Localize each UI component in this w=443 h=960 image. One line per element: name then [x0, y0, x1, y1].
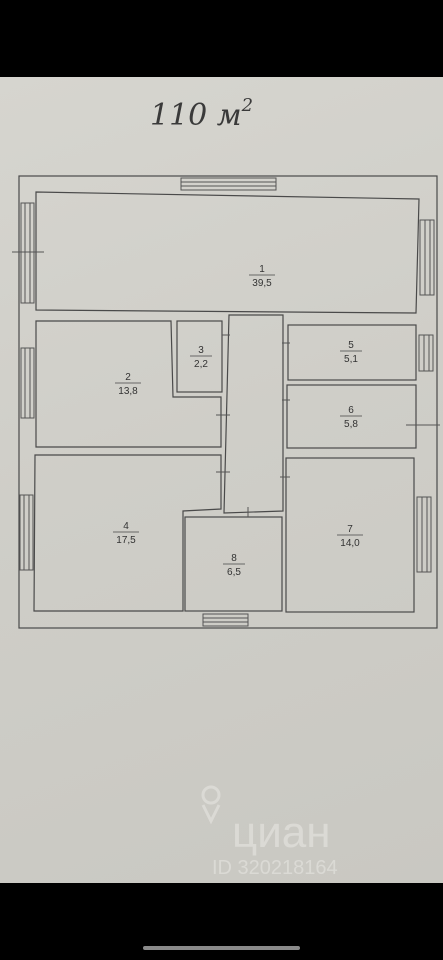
room-8-area: 6,5 [227, 567, 241, 578]
window-left-3 [19, 494, 34, 571]
room-3-number: 3 [198, 345, 204, 356]
plan-title: 110 м2 [150, 95, 253, 133]
room-1-outline [35, 191, 420, 314]
windows [19, 177, 435, 627]
floor-plan-photo: 110 м2 [0, 77, 443, 883]
room-8-outline [184, 516, 283, 612]
room-2-outline [35, 320, 222, 448]
window-left-2 [20, 347, 35, 419]
room-6-outline [286, 384, 417, 449]
room-6-area: 5,8 [344, 419, 358, 430]
home-indicator[interactable] [143, 946, 300, 950]
watermark: циан ID 320218164 [201, 785, 338, 879]
window-left-1 [20, 202, 35, 304]
room-7-number: 7 [347, 524, 353, 535]
window-right-2 [418, 334, 434, 372]
doors [12, 251, 440, 517]
room-4-area: 17,5 [116, 535, 136, 546]
window-right-3 [416, 496, 432, 573]
plan-title-superscript: 2 [241, 95, 253, 116]
outer-wall-outline [18, 175, 438, 629]
corridor-outline [223, 314, 284, 514]
room-1-number: 1 [259, 264, 265, 275]
room-labels: 1 39,5 2 13,8 3 2,2 4 17,5 5 5,1 6 5,8 7… [113, 264, 363, 578]
room-7-outline [285, 457, 415, 613]
room-4-number: 4 [123, 521, 129, 532]
floor-plan: 110 м2 [12, 95, 440, 879]
room-1-area: 39,5 [252, 278, 272, 289]
room-8-number: 8 [231, 553, 237, 564]
watermark-brand: циан [232, 808, 331, 857]
walls [18, 175, 438, 629]
window-top [180, 177, 277, 191]
room-7-area: 14,0 [340, 538, 360, 549]
room-6-number: 6 [348, 405, 354, 416]
watermark-pin-icon [201, 785, 221, 825]
window-bottom [202, 613, 249, 627]
room-3-area: 2,2 [194, 359, 208, 370]
room-5-area: 5,1 [344, 354, 358, 365]
room-2-number: 2 [125, 372, 131, 383]
watermark-id: ID 320218164 [212, 857, 338, 879]
room-5-outline [287, 324, 417, 381]
room-4-outline [33, 454, 222, 612]
plan-title-text: 110 м [150, 98, 242, 133]
window-right-1 [419, 219, 435, 296]
room-3-outline [176, 320, 223, 393]
room-2-area: 13,8 [118, 386, 138, 397]
room-5-number: 5 [348, 340, 354, 351]
